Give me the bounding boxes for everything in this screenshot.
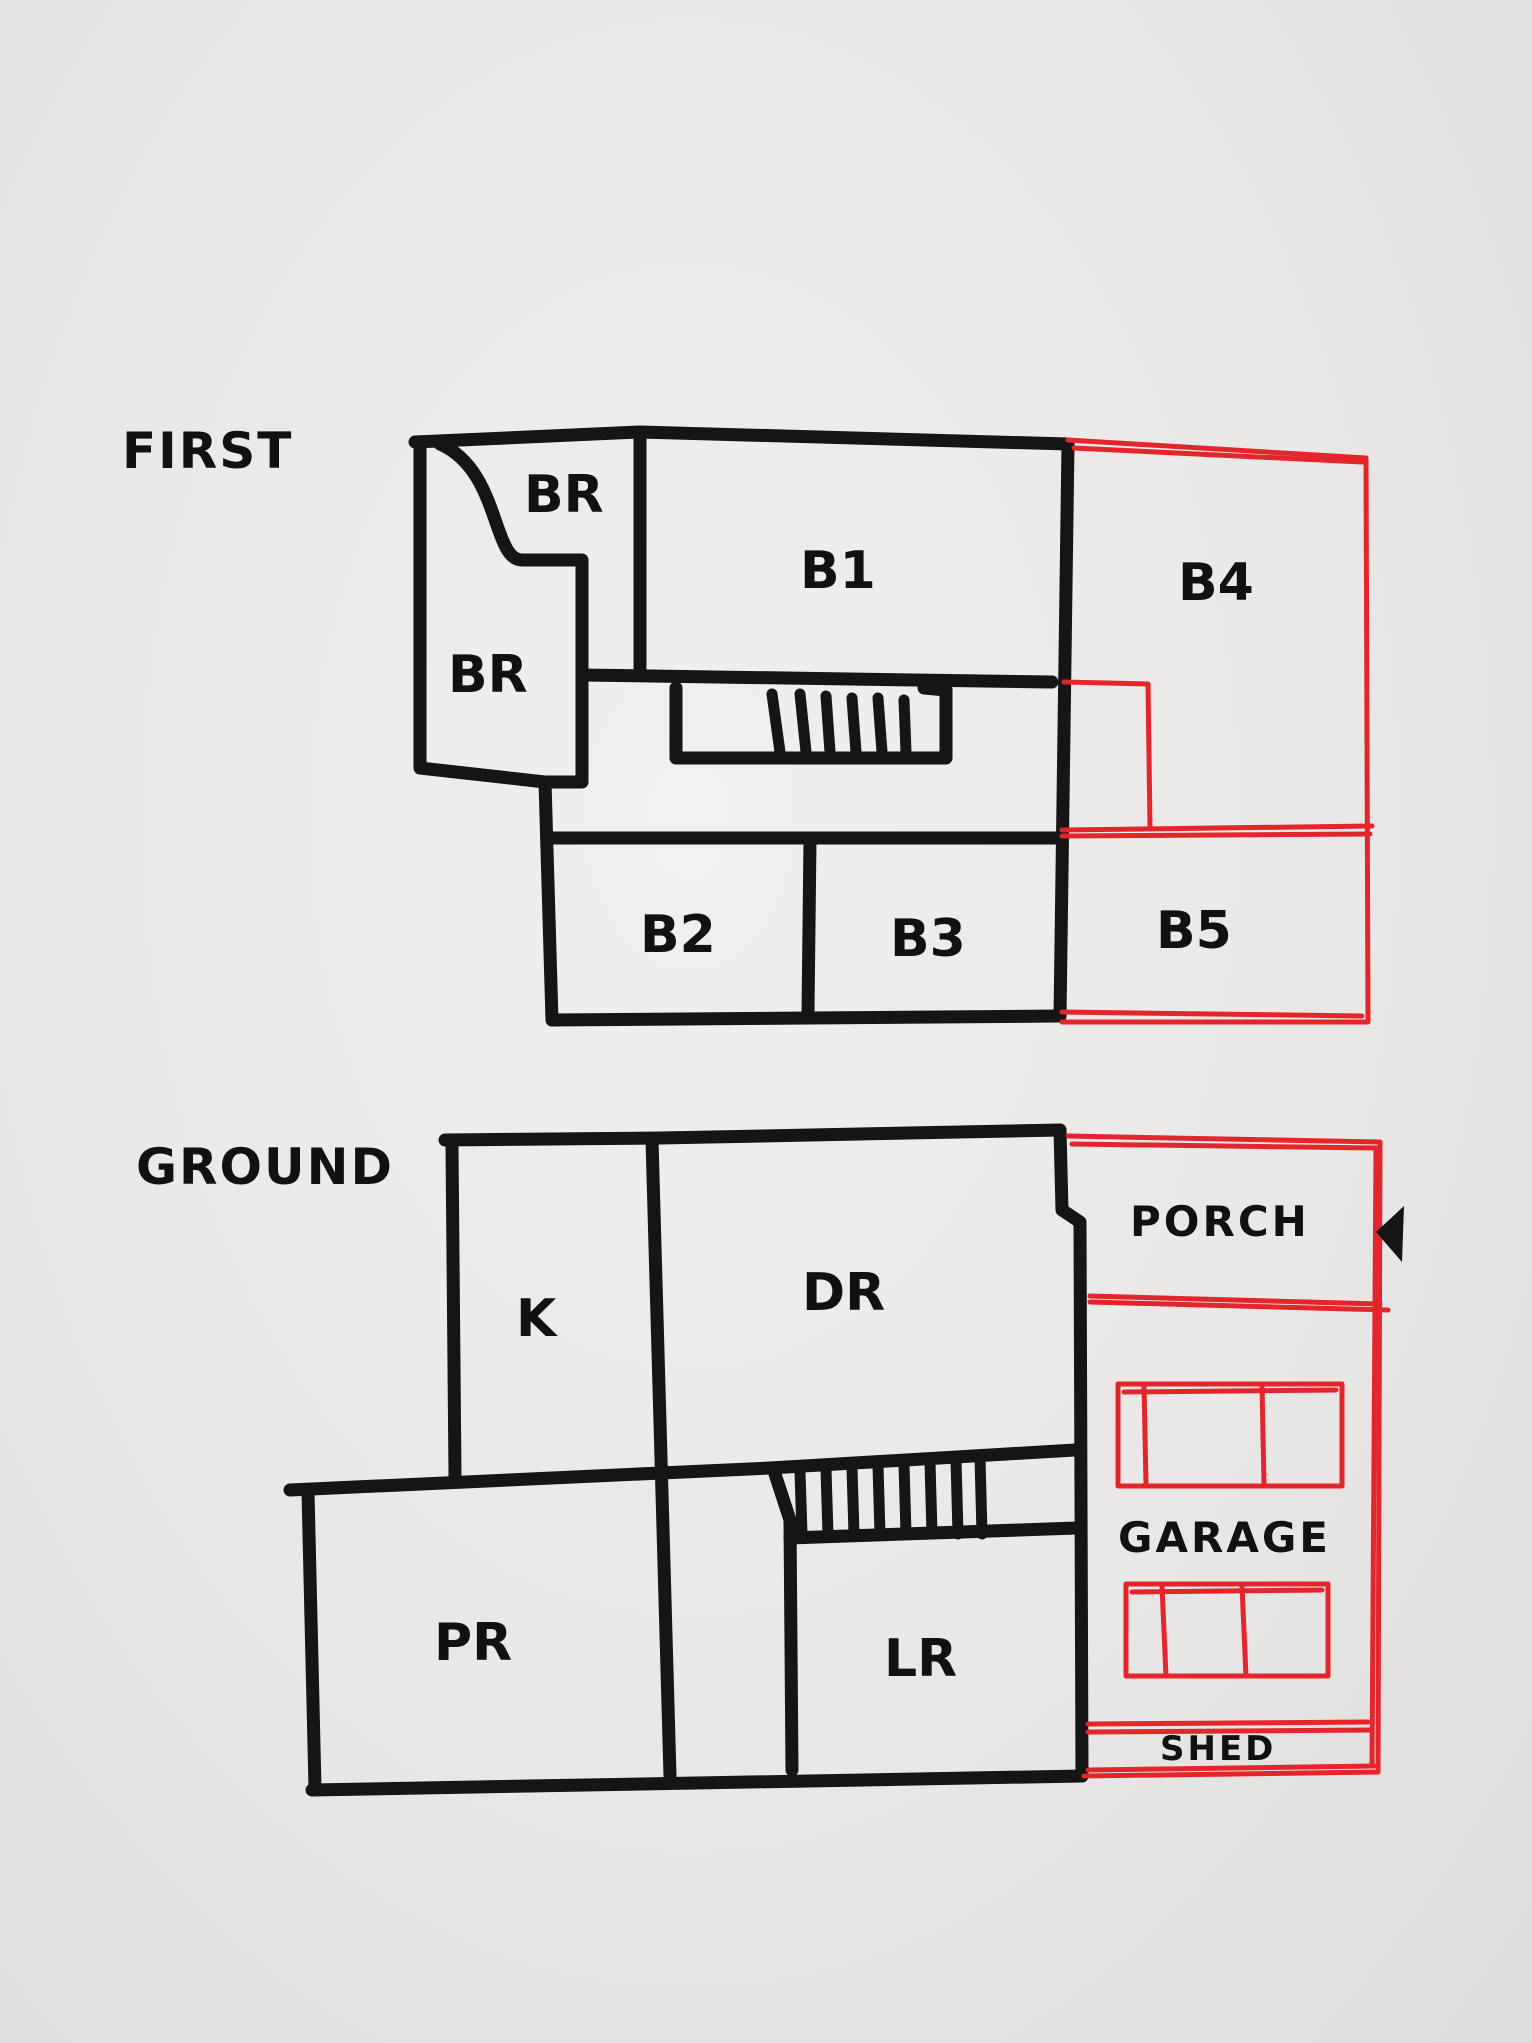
first-stair-opening — [669, 681, 953, 765]
ground-floor-stairs — [794, 1452, 988, 1540]
room-pr: PR — [434, 1613, 512, 1673]
first-extension-top-double — [1071, 445, 1365, 465]
ground-right-wall — [1053, 1123, 1089, 1783]
lr-left-wall — [768, 1467, 799, 1777]
stair-tread — [794, 1466, 808, 1540]
first-floor-plan: FIRST — [122, 422, 1375, 1027]
pr-top-wall — [283, 1443, 1082, 1497]
room-b1: B1 — [800, 541, 876, 601]
ground-top-wall — [438, 1123, 1067, 1147]
pr-left-wall — [301, 1485, 322, 1795]
car-outline-double — [1121, 1387, 1339, 1395]
stair-tread — [872, 692, 888, 758]
first-right-wall — [1053, 437, 1075, 1023]
first-extension-outline — [1059, 437, 1371, 1025]
porch-garage-wall-double — [1087, 1293, 1383, 1307]
b4-b5-wall — [1059, 823, 1375, 833]
b4-notch-wall — [1061, 679, 1153, 831]
stair-tread — [820, 1464, 834, 1540]
garage-shed-wall — [1085, 1719, 1371, 1727]
first-floor-stairs — [766, 688, 912, 758]
room-porch: PORCH — [1130, 1197, 1310, 1246]
room-b3: B3 — [890, 909, 966, 969]
kitchen-dr-wall — [645, 1133, 677, 1783]
room-garage: GARAGE — [1118, 1513, 1331, 1562]
entrance-arrow-icon — [1376, 1206, 1404, 1262]
ground-extension-right-double — [1369, 1145, 1379, 1769]
first-extension-bottom-double — [1059, 1009, 1365, 1019]
stair-tread — [950, 1454, 964, 1540]
car-window — [1159, 1583, 1169, 1679]
b2-b3-wall — [801, 833, 817, 1019]
first-floor-walls — [408, 425, 1075, 1027]
garage-shed-wall-double — [1085, 1727, 1373, 1735]
stair-tread — [846, 1462, 860, 1540]
room-br-left: BR — [448, 645, 528, 705]
car-outline-double — [1129, 1587, 1325, 1595]
room-k: K — [516, 1289, 558, 1349]
stair-tread — [898, 694, 912, 758]
stair-tread — [766, 688, 786, 758]
ground-floor-plan: GROUND — [136, 1123, 1404, 1797]
room-br-top: BR — [524, 465, 604, 525]
garage-car-bottom — [1123, 1581, 1331, 1679]
br-curve-wall — [433, 437, 589, 787]
first-left-wing-wall — [413, 435, 559, 1027]
ground-bottom-wall — [305, 1769, 1089, 1797]
ground-floor-walls — [283, 1123, 1089, 1797]
room-b4: B4 — [1178, 553, 1254, 613]
stair-tread — [794, 688, 812, 758]
ground-extension-top-double — [1069, 1141, 1379, 1151]
b4-b5-wall-double — [1059, 831, 1373, 839]
garage-car-top — [1115, 1381, 1345, 1489]
room-lr: LR — [884, 1629, 957, 1689]
stair-tread — [924, 1456, 938, 1540]
stair-tread — [820, 690, 836, 758]
room-dr: DR — [802, 1263, 885, 1323]
car-window — [1259, 1383, 1267, 1487]
first-stair-cap — [917, 681, 953, 697]
landing-top-wall — [575, 668, 1059, 689]
porch-garage-wall — [1087, 1299, 1391, 1313]
ground-floor-extension — [1065, 1133, 1391, 1779]
stair-tread — [872, 1460, 886, 1540]
kitchen-left-wall — [445, 1139, 462, 1483]
room-b2: B2 — [640, 905, 716, 965]
ground-extension-bottom-double — [1085, 1763, 1377, 1773]
ground-extension-outline — [1065, 1133, 1383, 1779]
first-floor-extension — [1059, 437, 1375, 1025]
first-floor-label: FIRST — [122, 422, 293, 480]
room-b5: B5 — [1156, 901, 1232, 961]
room-shed: SHED — [1160, 1729, 1276, 1769]
ground-floor-label: GROUND — [136, 1138, 394, 1196]
car-window — [1141, 1383, 1149, 1487]
stair-tread — [898, 1458, 912, 1540]
stair-tread — [974, 1452, 988, 1540]
stair-tread — [846, 692, 862, 758]
first-top-wall — [408, 425, 1075, 451]
car-window — [1239, 1583, 1249, 1679]
